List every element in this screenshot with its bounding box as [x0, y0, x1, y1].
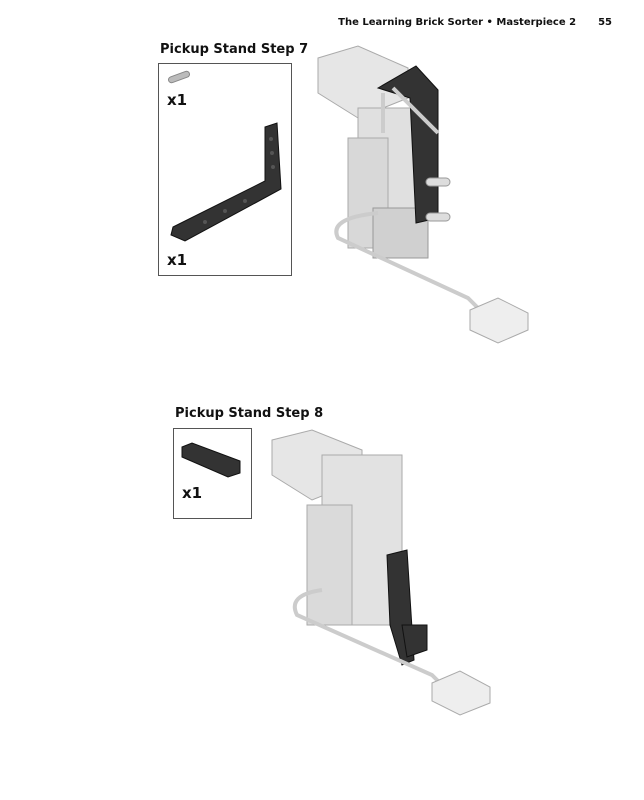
- pin-quantity: x1: [167, 91, 188, 109]
- step-7-parts-box: x1 x1: [158, 63, 292, 276]
- page-number: 55: [598, 17, 612, 28]
- step-8-parts-box: x1: [173, 428, 252, 519]
- pin-part-icon: [167, 70, 191, 84]
- l-beam-quantity: x1: [182, 484, 203, 502]
- step-7-title: Pickup Stand Step 7: [160, 42, 309, 57]
- step-8-title: Pickup Stand Step 8: [175, 406, 324, 421]
- l-beam-part-icon: [181, 442, 241, 478]
- running-header: The Learning Brick Sorter • Masterpiece …: [338, 17, 612, 28]
- header-title: The Learning Brick Sorter • Masterpiece …: [338, 17, 577, 28]
- bent-beam-quantity: x1: [167, 251, 188, 269]
- step-8-model-illustration: [271, 429, 491, 716]
- step-7-model-illustration: [317, 45, 529, 344]
- bent-beam-part-icon: [170, 122, 282, 242]
